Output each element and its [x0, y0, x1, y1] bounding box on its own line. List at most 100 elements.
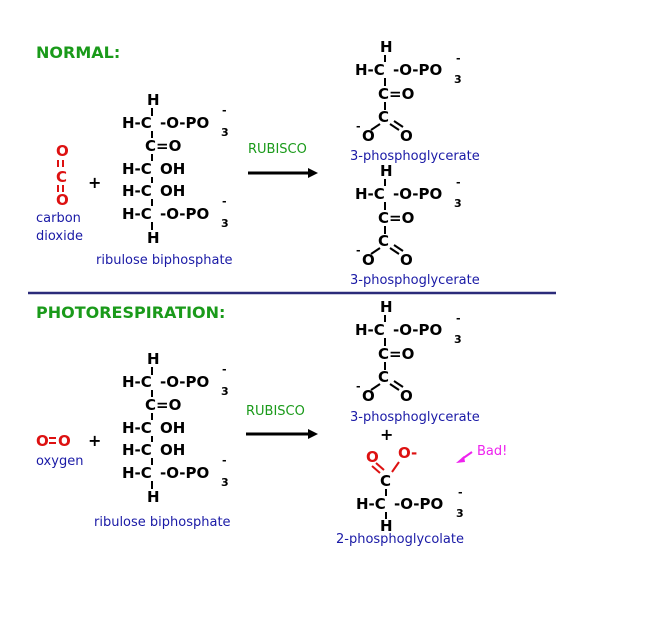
pga-structure-normal-1: H H-C -O-PO 3 - C=O C O O -: [355, 38, 462, 145]
svg-text:-: -: [222, 195, 227, 208]
svg-text:O: O: [362, 251, 375, 269]
svg-text:O: O: [400, 387, 413, 405]
svg-text:3: 3: [454, 197, 462, 210]
svg-text:-: -: [222, 454, 227, 467]
pga-structure-normal-2: H H-C -O-PO 3 - C=O C O O -: [355, 162, 462, 269]
label-dioxide: dioxide: [36, 229, 83, 244]
svg-text:OH: OH: [160, 182, 185, 200]
plus-products: +: [380, 425, 393, 444]
svg-text:OH: OH: [160, 441, 185, 459]
label-ribulose-biphosphate-photo: ribulose biphosphate: [94, 515, 231, 530]
svg-text:3: 3: [454, 333, 462, 346]
svg-text:O: O: [362, 127, 375, 145]
svg-text:H: H: [380, 298, 393, 316]
svg-text:O: O: [36, 432, 49, 450]
svg-text:-: -: [456, 52, 461, 65]
svg-text:3: 3: [454, 73, 462, 86]
label-pga-photo: 3-phosphoglycerate: [350, 410, 480, 425]
svg-text:-: -: [456, 312, 461, 325]
svg-text:C=O: C=O: [378, 85, 414, 103]
svg-text:-: -: [222, 104, 227, 117]
svg-text:-O-PO: -O-PO: [394, 495, 443, 513]
co2-o-top: O: [56, 142, 69, 160]
co2-o-bottom: O: [56, 191, 69, 209]
svg-text:H: H: [147, 350, 160, 368]
svg-text:-: -: [222, 363, 227, 376]
svg-text:3: 3: [456, 507, 464, 520]
header-photorespiration: PHOTORESPIRATION:: [36, 303, 225, 322]
svg-text:H-C: H-C: [356, 495, 386, 513]
svg-text:H-C: H-C: [122, 373, 152, 391]
plus-photorespiration: +: [88, 431, 101, 450]
svg-text:O: O: [58, 432, 71, 450]
svg-text:3: 3: [221, 217, 229, 230]
label-pga-normal-2: 3-phosphoglycerate: [350, 273, 480, 288]
carbon-dioxide-structure: O C O: [56, 142, 69, 209]
svg-text:-O-PO: -O-PO: [393, 321, 442, 339]
svg-text:OH: OH: [160, 160, 185, 178]
svg-text:-: -: [458, 486, 463, 499]
label-carbon: carbon: [36, 211, 81, 226]
svg-text:C=O: C=O: [378, 345, 414, 363]
svg-text:H-C: H-C: [122, 182, 152, 200]
svg-text:-O-PO: -O-PO: [160, 373, 209, 391]
co2-c: C: [56, 168, 67, 186]
svg-text:-O-PO: -O-PO: [160, 464, 209, 482]
svg-text:C: C: [378, 368, 389, 386]
svg-text:3: 3: [221, 126, 229, 139]
svg-text:H: H: [147, 488, 160, 506]
svg-text:-: -: [356, 120, 361, 133]
label-pga-normal-1: 3-phosphoglycerate: [350, 149, 480, 164]
svg-text:3: 3: [221, 385, 229, 398]
svg-text:H: H: [380, 162, 393, 180]
enzyme-label-normal: RUBISCO: [248, 142, 307, 157]
bad-pointer-arrowhead: [456, 456, 465, 463]
svg-text:-O-PO: -O-PO: [160, 114, 209, 132]
svg-text:H-C: H-C: [355, 61, 385, 79]
svg-text:H-C: H-C: [122, 419, 152, 437]
svg-text:O: O: [366, 448, 379, 466]
svg-text:O: O: [400, 127, 413, 145]
svg-text:H-C: H-C: [122, 160, 152, 178]
svg-text:-O-PO: -O-PO: [393, 185, 442, 203]
svg-text:-: -: [356, 244, 361, 257]
svg-text:C: C: [378, 108, 389, 126]
label-ribulose-biphosphate-normal: ribulose biphosphate: [96, 253, 233, 268]
svg-text:C=O: C=O: [145, 137, 181, 155]
enzyme-label-photo: RUBISCO: [246, 404, 305, 419]
svg-text:3: 3: [221, 476, 229, 489]
bad-label: Bad!: [477, 444, 507, 459]
pga-structure-photo: H H-C -O-PO 3 - C=O C O O -: [355, 298, 462, 405]
svg-text:H-C: H-C: [122, 464, 152, 482]
plus-normal: +: [88, 173, 101, 192]
svg-text:H: H: [147, 229, 160, 247]
svg-text:-: -: [456, 176, 461, 189]
phosphoglycolate-structure: O O- C H-C -O-PO 3 - H: [356, 444, 464, 535]
svg-text:O: O: [400, 251, 413, 269]
svg-text:C: C: [380, 472, 391, 490]
svg-text:O-: O-: [398, 444, 417, 462]
svg-text:H-C: H-C: [355, 321, 385, 339]
svg-text:-: -: [356, 380, 361, 393]
svg-text:-O-PO: -O-PO: [160, 205, 209, 223]
svg-text:H: H: [147, 91, 160, 109]
ribulose-biphosphate-structure-photo: H H-C -O-PO 3 - C=O H-C OH H-C OH H-C -O…: [122, 350, 229, 506]
ribulose-biphosphate-structure-normal: H H-C -O-PO 3 - C=O H-C OH H-C OH H-C -O…: [122, 91, 229, 247]
label-phosphoglycolate: 2-phosphoglycolate: [336, 532, 464, 547]
svg-text:C: C: [378, 232, 389, 250]
svg-text:OH: OH: [160, 419, 185, 437]
svg-text:H-C: H-C: [122, 114, 152, 132]
oxygen-structure: O O: [36, 432, 71, 450]
svg-text:H-C: H-C: [122, 205, 152, 223]
svg-text:C=O: C=O: [145, 396, 181, 414]
svg-text:H: H: [380, 517, 393, 535]
svg-text:O: O: [362, 387, 375, 405]
svg-text:H: H: [380, 38, 393, 56]
header-normal: NORMAL:: [36, 43, 120, 62]
label-oxygen: oxygen: [36, 454, 83, 469]
svg-text:C=O: C=O: [378, 209, 414, 227]
svg-text:H-C: H-C: [355, 185, 385, 203]
svg-text:H-C: H-C: [122, 441, 152, 459]
svg-text:-O-PO: -O-PO: [393, 61, 442, 79]
